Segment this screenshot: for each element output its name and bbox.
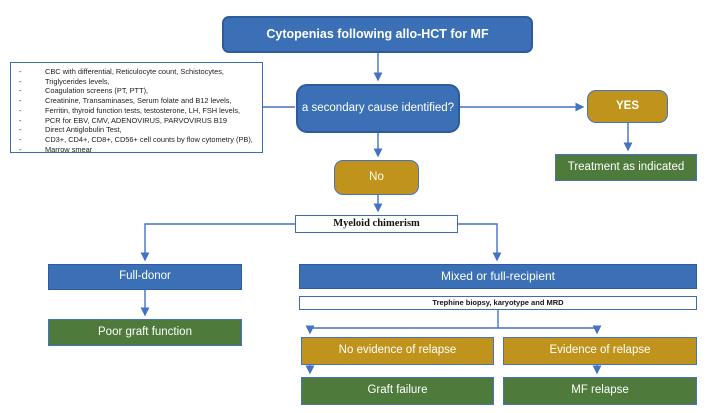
- node-trephine-biopsy: Trephine biopsy, karyotype and MRD: [299, 296, 697, 310]
- node-myeloid-chimerism: Myeloid chimerism: [295, 215, 458, 233]
- connector-myeloid-to-full-donor: [140, 223, 295, 262]
- node-poor-graft-function: Poor graft function: [48, 319, 242, 346]
- checklist-item: - Creatinine, Transaminases, Serum folat…: [19, 96, 232, 106]
- bullet-dash: -: [19, 105, 22, 115]
- checklist-item: - Coagulation screens (PT, PTT),: [19, 86, 149, 96]
- node-secondary-cause: a secondary cause identified?: [296, 84, 460, 133]
- bullet-dash: -: [19, 115, 22, 125]
- bullet-dash: -: [19, 76, 22, 86]
- node-evidence-of-relapse: Evidence of relapse: [503, 337, 697, 365]
- node-yes: YES: [587, 90, 668, 123]
- checklist-item: - CD3+, CD4+, CD8+, CD56+ cell counts by…: [19, 134, 253, 144]
- node-no-evidence-of-relapse: No evidence of relapse: [301, 337, 494, 365]
- bullet-dash: -: [19, 67, 22, 76]
- checklist-item: - Ferritin, thyroid function tests, test…: [19, 105, 241, 115]
- bullet-dash: -: [19, 86, 22, 96]
- connector-myeloid-to-mixed: [458, 223, 502, 262]
- bullet-dash: -: [19, 144, 22, 154]
- workup-checklist: - CBC with differential, Reticulocyte co…: [10, 62, 263, 154]
- node-mixed-or-full-recipient: Mixed or full-recipient: [299, 264, 697, 289]
- node-title: Cytopenias following allo-HCT for MF: [222, 16, 533, 53]
- node-mf-relapse: MF relapse: [503, 377, 697, 405]
- bullet-dash: -: [19, 134, 22, 144]
- checklist-item: - Direct Antiglobulin Test,: [19, 125, 122, 135]
- node-no: No: [334, 160, 419, 195]
- bullet-dash: -: [19, 125, 22, 135]
- connector-trephine-split: [310, 310, 597, 329]
- node-full-donor: Full-donor: [48, 264, 242, 290]
- checklist-item: - Marrow smear: [19, 144, 93, 154]
- checklist-item: - Triglycerides levels,: [19, 76, 110, 86]
- bullet-dash: -: [19, 96, 22, 106]
- checklist-item: - PCR for EBV, CMV, ADENOVIRUS, PARVOVIR…: [19, 115, 227, 125]
- checklist-item: - CBC with differential, Reticulocyte co…: [19, 67, 224, 76]
- node-treatment-as-indicated: Treatment as indicated: [555, 154, 697, 181]
- node-graft-failure: Graft failure: [301, 377, 494, 405]
